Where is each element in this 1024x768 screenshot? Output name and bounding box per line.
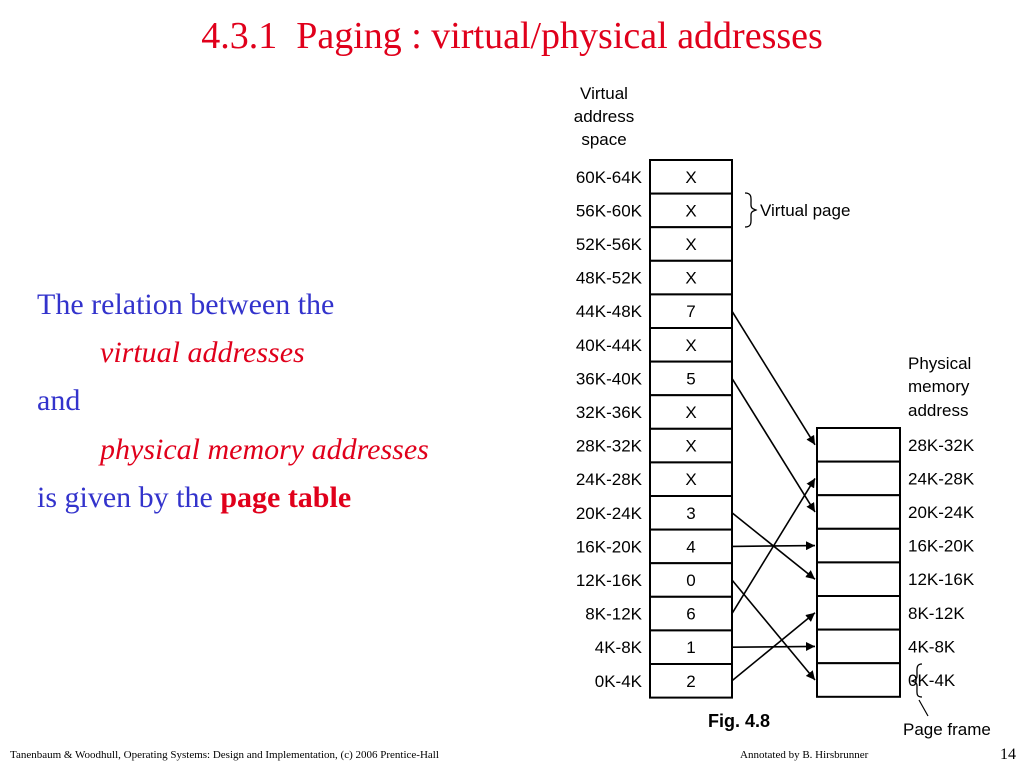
physical-range-label: 8K-12K (908, 604, 965, 623)
page-table-entry: 1 (686, 638, 695, 657)
figure-label: Fig. 4.8 (708, 711, 770, 731)
page-frame-cell (816, 662, 901, 698)
virtual-address-space: 60K-64K X 56K-60K X 52K-56K X 48K-52K X 44K-48K 7… (576, 159, 733, 699)
slide-title: 4.3.1 Paging : virtual/physical addresse… (201, 15, 823, 57)
virtual-range-label: 40K-44K (576, 336, 643, 355)
virtual-range-label: 20K-24K (576, 504, 643, 523)
physical-range-label: 28K-32K (908, 436, 975, 455)
physical-range-label: 20K-24K (908, 503, 975, 522)
mapping-arrow (731, 612, 816, 682)
page-table-entry: X (685, 201, 696, 220)
virtual-page-cell (649, 528, 733, 565)
physical-header-line-1: Physical (908, 354, 971, 373)
page-frame-cell (816, 561, 901, 598)
virtual-range-label: 16K-20K (576, 537, 643, 556)
physical-range-label: 4K-8K (908, 637, 956, 656)
physical-range-label: 12K-16K (908, 570, 975, 589)
mapping-arrow (731, 377, 816, 513)
page-mapping-arrows (731, 310, 816, 682)
virtual-page-cell (649, 629, 733, 666)
virtual-page-cell (649, 360, 733, 397)
page-frame-label: Page frame (903, 720, 991, 739)
page-table-entry: 7 (686, 302, 695, 321)
footer-citation: Tanenbaum & Woodhull, Operating Systems:… (10, 749, 439, 761)
page-table-entry: 2 (686, 672, 695, 691)
virtual-page-cell (649, 427, 733, 464)
page-table-entry: X (685, 235, 696, 254)
physical-header-line-3: address (908, 401, 968, 420)
page-frame-cell (816, 595, 901, 631)
virtual-range-label: 4K-8K (595, 638, 643, 657)
virtual-page-cell (649, 595, 733, 632)
body-line-physical-addresses: physical memory addresses (100, 433, 429, 466)
virtual-range-label: 28K-32K (576, 437, 643, 456)
virtual-page-cell (649, 663, 733, 699)
virtual-page-cell (649, 293, 733, 329)
virtual-page-cell (649, 226, 733, 262)
mapping-arrow (731, 310, 816, 446)
page-table-emphasis: page table (220, 481, 352, 514)
physical-memory: 28K-32K 24K-28K 20K-24K 16K-20K 12K-16K 8K-12… (816, 427, 975, 698)
virtual-range-label: 48K-52K (576, 269, 643, 288)
page-table-entry: 6 (686, 605, 695, 624)
virtual-page-cell (649, 159, 733, 195)
physical-range-label: 0K-4K (908, 671, 956, 690)
page-frame-cell (816, 460, 901, 497)
page-table-entry: 3 (686, 504, 695, 523)
page-table-entry: 5 (686, 369, 695, 388)
virtual-range-label: 36K-40K (576, 369, 643, 388)
page-table-entry: X (685, 403, 696, 422)
page-frame-pointer (918, 699, 929, 717)
virtual-range-label: 60K-64K (576, 168, 643, 187)
virtual-range-label: 56K-60K (576, 201, 643, 220)
footer-annotation: Annotated by B. Hirsbrunner (740, 749, 869, 761)
body-line-virtual-addresses: virtual addresses (100, 336, 305, 369)
physical-range-label: 24K-28K (908, 469, 975, 488)
physical-range-label: 16K-20K (908, 537, 975, 556)
virtual-range-label: 8K-12K (585, 605, 642, 624)
page-table-entry: X (685, 168, 696, 187)
virtual-header-line-2: address (574, 107, 634, 126)
mapping-arrow (731, 477, 816, 615)
virtual-range-label: 52K-56K (576, 235, 643, 254)
page-table-entry: 4 (686, 537, 695, 556)
page-table-entry: X (685, 269, 696, 288)
page-number: 14 (1000, 746, 1016, 763)
virtual-range-label: 12K-16K (576, 571, 643, 590)
page-table-entry: 0 (686, 571, 695, 590)
page-table-prefix: is given by the (37, 481, 213, 514)
virtual-page-cell (649, 562, 733, 598)
virtual-range-label: 32K-36K (576, 403, 643, 422)
page-table-entry: X (685, 437, 696, 456)
virtual-range-label: 44K-48K (576, 302, 643, 321)
page-frame-cell (816, 427, 901, 463)
page-frame-cell (816, 527, 901, 564)
page-frame-cell (816, 628, 901, 665)
physical-header-line-2: memory (908, 377, 970, 396)
page-frame-cell (816, 494, 901, 530)
body-line-and: and (37, 384, 81, 417)
body-line-relation: The relation between the (37, 288, 335, 321)
virtual-header-line-3: space (581, 130, 626, 149)
body-line-page-table: is given by the page table (37, 481, 351, 515)
page-frame-brace (910, 663, 923, 698)
virtual-range-label: 0K-4K (595, 672, 643, 691)
virtual-header-line-1: Virtual (580, 84, 628, 103)
virtual-page-brace (744, 192, 758, 228)
page-table-entry: X (685, 336, 696, 355)
virtual-page-cell (649, 461, 733, 497)
virtual-page-cell (649, 259, 733, 296)
virtual-page-label: Virtual page (760, 201, 850, 220)
mapping-arrow (731, 579, 816, 681)
page-table-entry: X (685, 470, 696, 489)
virtual-range-label: 24K-28K (576, 470, 643, 489)
